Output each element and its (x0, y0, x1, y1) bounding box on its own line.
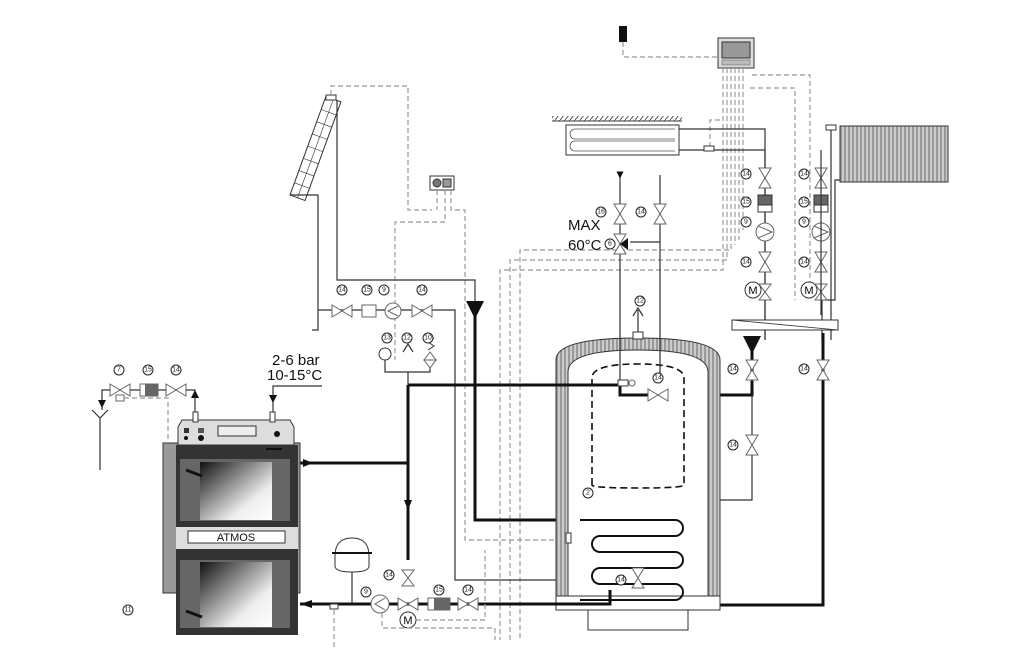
dhw-components: 16 14 6 MAX 60°C (568, 203, 667, 255)
svg-text:14: 14 (617, 577, 625, 584)
svg-text:14: 14 (637, 209, 645, 216)
svg-text:11: 11 (124, 607, 131, 614)
drain-assembly: 7 15 14 (91, 364, 199, 470)
svg-text:15: 15 (435, 587, 443, 594)
pressure-label: 2-6 bar (272, 352, 320, 369)
boiler-flow-pipe (300, 385, 410, 465)
svg-text:14: 14 (418, 287, 426, 294)
svg-text:15: 15 (144, 367, 152, 374)
floor-heating-panel (552, 116, 766, 340)
safety-group: 13 12 10 (378, 332, 437, 385)
max-temp-label: 60°C (568, 237, 602, 254)
svg-text:12: 12 (636, 298, 644, 305)
svg-text:14: 14 (800, 366, 808, 373)
svg-text:9: 9 (802, 219, 806, 226)
svg-text:14: 14 (385, 572, 393, 579)
solar-labels: 14 15 9 14 (336, 284, 428, 296)
svg-text:14: 14 (654, 375, 662, 382)
boiler-id-label: 11 (122, 604, 134, 616)
sensor-outdoor (619, 26, 718, 58)
svg-text:15: 15 (800, 199, 808, 206)
svg-text:6: 6 (608, 241, 612, 248)
distribution-header (731, 319, 839, 331)
cold-water-inlet: 2-6 bar 10-15°C (267, 352, 322, 420)
radiator (821, 124, 949, 340)
solar-pump (384, 302, 402, 320)
boiler-brand: ATMOS (217, 532, 255, 544)
solar-collector (289, 94, 342, 202)
tank-bottom-return (570, 590, 612, 606)
svg-text:14: 14 (742, 259, 750, 266)
solar-controller (394, 175, 570, 541)
solar-valve-2 (411, 304, 433, 318)
svg-text:9: 9 (744, 219, 748, 226)
svg-text:14: 14 (729, 442, 737, 449)
svg-text:M: M (748, 285, 757, 297)
max-label: MAX (568, 217, 601, 234)
svg-text:14: 14 (729, 366, 737, 373)
svg-text:9: 9 (382, 287, 386, 294)
coil-valve: 14 (615, 567, 645, 589)
svg-text:14: 14 (800, 171, 808, 178)
control-wiring (499, 68, 811, 640)
solar-return-pipe (290, 194, 319, 331)
svg-text:14: 14 (338, 287, 346, 294)
svg-text:14: 14 (464, 587, 472, 594)
solar-filter (361, 304, 377, 318)
temperature-label: 10-15°C (267, 367, 322, 384)
svg-text:14: 14 (742, 171, 750, 178)
storage-tank: 2 (555, 331, 721, 631)
tank-inner-connection: 14 (408, 372, 669, 402)
main-controller (717, 37, 755, 69)
expansion-vessel (329, 537, 372, 650)
tank-air-vent: 12 (632, 295, 646, 332)
solar-sensor-line (330, 85, 432, 211)
svg-text:12: 12 (403, 335, 411, 342)
svg-text:M: M (804, 285, 813, 297)
svg-text:7: 7 (117, 367, 121, 374)
svg-text:15: 15 (742, 199, 750, 206)
svg-text:14: 14 (172, 367, 180, 374)
heating-circuit-2: M 14 15 9 14 (798, 150, 831, 315)
svg-text:14: 14 (800, 259, 808, 266)
solar-flow-pipe (336, 100, 476, 318)
solar-coil-return (466, 301, 570, 522)
return-components: M 9 14 15 14 (360, 550, 496, 640)
svg-text:10: 10 (424, 335, 432, 342)
svg-text:9: 9 (364, 589, 368, 596)
dist-valves: 14 14 (727, 359, 830, 381)
svg-text:M: M (403, 615, 412, 627)
svg-text:15: 15 (363, 287, 371, 294)
solar-valve-1 (331, 304, 353, 318)
atmos-boiler: ATMOS (162, 411, 301, 635)
svg-text:13: 13 (383, 335, 391, 342)
svg-text:2: 2 (586, 490, 590, 497)
heating-circuit-1: M 14 15 9 14 (740, 150, 775, 340)
svg-text:16: 16 (597, 209, 605, 216)
